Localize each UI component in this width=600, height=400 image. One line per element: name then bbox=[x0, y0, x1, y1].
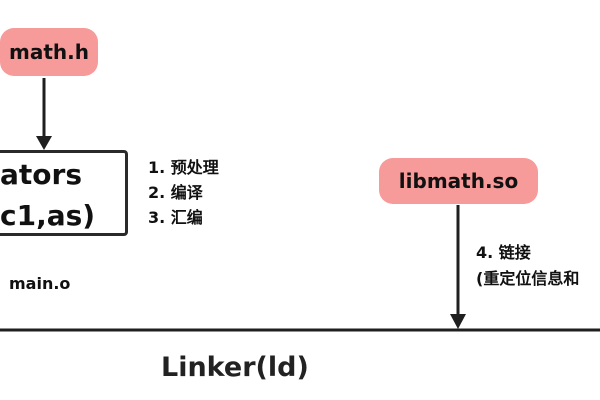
compiler-label-line1: ators bbox=[0, 158, 82, 191]
step-compile: 2. 编译 bbox=[148, 183, 203, 202]
arrow-library-to-linker-head bbox=[450, 314, 466, 329]
linker-label: Linker(ld) bbox=[161, 352, 309, 383]
library-node: libmath.so bbox=[379, 158, 538, 204]
compiler-label-line2: c1,as) bbox=[0, 199, 96, 232]
header-file-node: math.h bbox=[0, 28, 98, 76]
header-file-label: math.h bbox=[9, 40, 89, 64]
arrow-header-to-compiler-head bbox=[36, 136, 52, 150]
link-step: 4. 链接 (重定位信息和 bbox=[476, 240, 579, 292]
step-preprocess: 1. 预处理 bbox=[148, 158, 219, 177]
compile-steps: 1. 预处理 2. 编译 3. 汇编 bbox=[148, 155, 219, 230]
step-link: 4. 链接 bbox=[476, 243, 531, 262]
object-file-label: main.o bbox=[9, 274, 71, 293]
step-assemble: 3. 汇编 bbox=[148, 208, 203, 227]
library-label: libmath.so bbox=[398, 169, 519, 193]
step-link-detail: (重定位信息和 bbox=[476, 269, 580, 288]
compiler-box bbox=[0, 150, 128, 236]
